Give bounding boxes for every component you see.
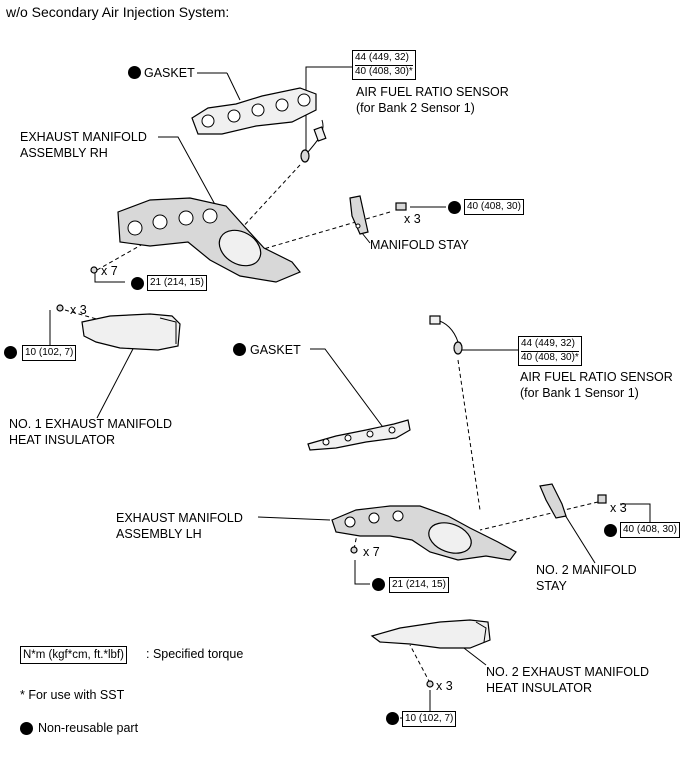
fasteners-rh xyxy=(56,202,407,312)
page-heading: w/o Secondary Air Injection System: xyxy=(6,4,230,20)
label-insulator1-line1: NO. 1 EXHAUST MANIFOLD xyxy=(9,417,172,431)
torque-insulator1-bolt: 10 (102, 7) xyxy=(22,345,77,361)
fasteners-lh xyxy=(350,494,607,688)
nonreusable-icon xyxy=(372,578,385,591)
manifold-stay-2-part xyxy=(539,483,567,519)
qty-ins2-bolts: x 3 xyxy=(436,679,453,693)
torque-manifold-rh-nut: 21 (214, 15) xyxy=(147,275,207,291)
label-afr-bank2-line1: AIR FUEL RATIO SENSOR xyxy=(356,85,509,99)
label-stay2-line2: STAY xyxy=(536,579,567,593)
label-insulator2-line2: HEAT INSULATOR xyxy=(486,681,593,695)
torque-afr-bank2: 44 (449, 32) 40 (408, 30)* xyxy=(352,50,416,80)
torque-value-sst: 40 (408, 30)* xyxy=(521,350,579,363)
nonreusable-icon xyxy=(20,722,33,735)
gasket-top-part xyxy=(191,87,317,135)
manifold-stay-part xyxy=(349,195,369,235)
label-insulator2-line1: NO. 2 EXHAUST MANIFOLD xyxy=(486,665,649,679)
torque-stay2-bolt: 40 (408, 30) xyxy=(620,522,680,538)
label-manifold-stay: MANIFOLD STAY xyxy=(370,238,469,252)
nonreusable-icon xyxy=(4,346,17,359)
torque-manifold-lh-nut: 21 (214, 15) xyxy=(389,577,449,593)
qty-stay-bolts: x 3 xyxy=(404,212,421,226)
exhaust-manifold-lh-part xyxy=(331,505,517,561)
legend-nonreusable: Non-reusable part xyxy=(38,721,139,735)
afr-sensor-bank2-part xyxy=(300,119,327,163)
label-stay2-line1: NO. 2 MANIFOLD xyxy=(536,563,637,577)
qty-ins1-bolts: x 3 xyxy=(70,303,87,317)
qty-stay2-bolts: x 3 xyxy=(610,501,627,515)
label-afr-bank1-line2: (for Bank 1 Sensor 1) xyxy=(520,386,639,400)
nonreusable-icon xyxy=(128,66,141,79)
afr-sensor-bank1-part xyxy=(429,315,463,355)
exhaust-manifold-rh-part xyxy=(117,197,301,283)
qty-lh-nuts: x 7 xyxy=(363,545,380,559)
heat-insulator-1-part xyxy=(81,313,181,351)
label-manifold-lh-line2: ASSEMBLY LH xyxy=(116,527,202,541)
label-afr-bank2-line2: (for Bank 2 Sensor 1) xyxy=(356,101,475,115)
heat-insulator-2-part xyxy=(370,619,491,649)
gasket-mid-part xyxy=(307,419,411,451)
torque-value: 44 (449, 32) xyxy=(355,52,409,63)
torque-insulator2-bolt: 10 (102, 7) xyxy=(402,711,457,727)
torque-afr-bank1: 44 (449, 32) 40 (408, 30)* xyxy=(518,336,582,366)
label-gasket-mid: GASKET xyxy=(250,343,301,357)
nonreusable-icon xyxy=(448,201,461,214)
label-insulator1-line2: HEAT INSULATOR xyxy=(9,433,116,447)
label-afr-bank1-line1: AIR FUEL RATIO SENSOR xyxy=(520,370,673,384)
torque-stay-bolt: 40 (408, 30) xyxy=(464,199,524,215)
label-gasket-top: GASKET xyxy=(144,66,195,80)
legend-torque-desc: : Specified torque xyxy=(146,647,244,661)
nonreusable-icon xyxy=(233,343,246,356)
legend-sst-note: * For use with SST xyxy=(20,688,125,702)
label-manifold-rh-line1: EXHAUST MANIFOLD xyxy=(20,130,147,144)
label-manifold-lh-line1: EXHAUST MANIFOLD xyxy=(116,511,243,525)
legend-torque-box: N*m (kgf*cm, ft.*lbf) xyxy=(20,646,127,664)
nonreusable-icon xyxy=(604,524,617,537)
torque-value-sst: 40 (408, 30)* xyxy=(355,64,413,77)
nonreusable-icon xyxy=(386,712,399,725)
qty-rh-nuts: x 7 xyxy=(101,264,118,278)
label-manifold-rh-line2: ASSEMBLY RH xyxy=(20,146,108,160)
nonreusable-icon xyxy=(131,277,144,290)
torque-value: 44 (449, 32) xyxy=(521,338,575,349)
